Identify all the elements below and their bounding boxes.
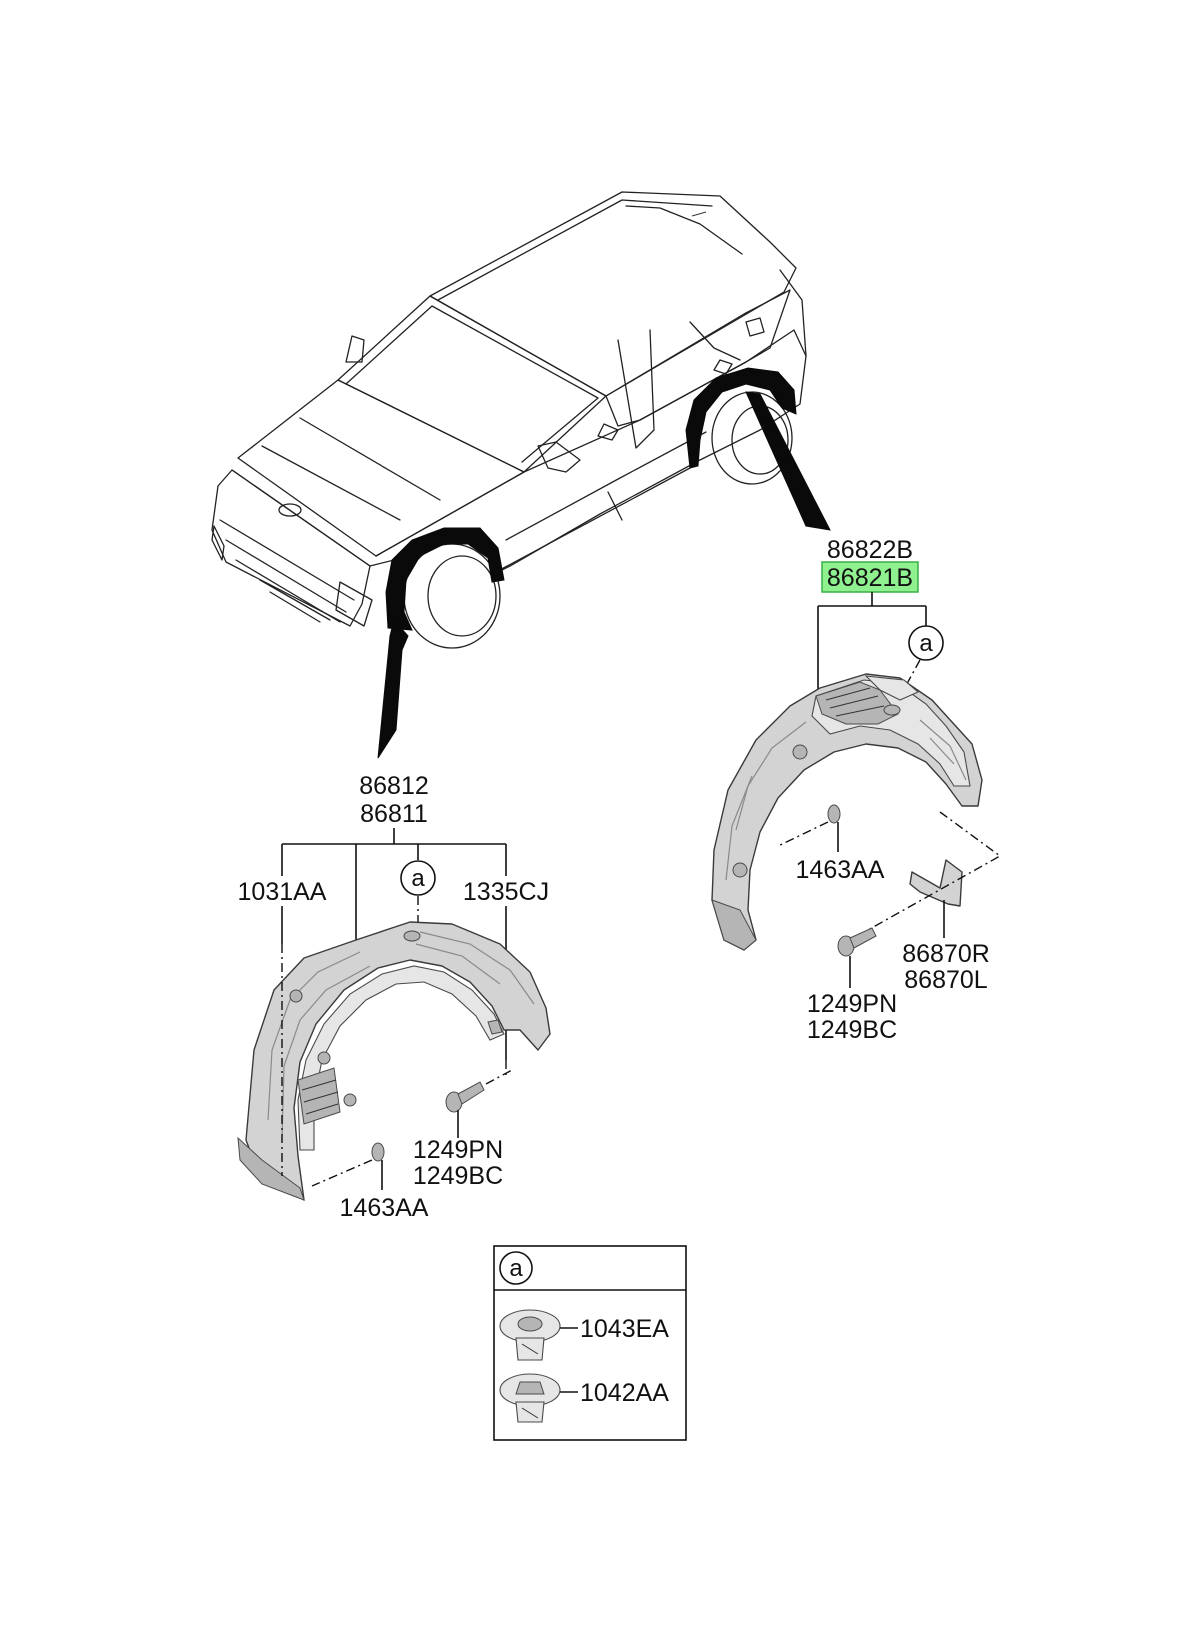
front-liner-callout-circle	[400, 860, 436, 896]
front-screw-label-2: 1249BC	[413, 1162, 503, 1190]
front-screw-label-1: 1249PN	[413, 1136, 503, 1164]
front-liner-group: 86812 86811 a 1031AA 1335CJ	[237, 772, 551, 1222]
front-liner-callout-letter: a	[411, 865, 425, 892]
rear-screw	[837, 927, 877, 988]
mudguard	[867, 811, 1002, 938]
mudguard-label-1: 86870R	[902, 940, 990, 968]
legend-callout-circle	[499, 1251, 533, 1285]
front-clip-label: 1335CJ	[463, 878, 549, 906]
legend-item-2: 1042AA	[580, 1379, 669, 1407]
legend-item-1: 1043EA	[580, 1315, 669, 1343]
legend-callout-letter: a	[509, 1255, 523, 1282]
mudguard-label-2: 86870L	[904, 966, 988, 994]
front-rivet-label: 1463AA	[340, 1194, 429, 1222]
clip-legend: a 1043EA 1042AA	[493, 1245, 687, 1441]
rear-liner-callout-letter: a	[919, 630, 933, 657]
front-nut-label: 1031AA	[238, 878, 327, 906]
rear-screw-label-1: 1249PN	[807, 990, 897, 1018]
rear-liner-callout-circle	[908, 625, 944, 661]
front-liner-part-number-2: 86811	[360, 800, 428, 828]
front-screw	[445, 1069, 513, 1138]
clip-1043ea-icon	[499, 1309, 561, 1361]
clip-1042aa-icon	[499, 1373, 561, 1423]
vehicle-illustration	[211, 191, 831, 759]
rear-liner-part-number-1: 86822B	[827, 536, 913, 564]
rear-wheel-liner	[711, 673, 983, 951]
rear-liner-part-number-2: 86821B	[827, 564, 913, 592]
front-liner-leader	[281, 828, 507, 940]
highlight-box	[821, 561, 919, 593]
legend-frame	[493, 1245, 687, 1441]
rear-screw-label-2: 1249BC	[807, 1016, 897, 1044]
front-rivet	[311, 1142, 385, 1190]
rear-rivet	[777, 804, 841, 852]
rear-liner-group: 86822B 86821B a 1463AA	[711, 536, 1002, 1044]
rear-liner-leader	[817, 592, 927, 690]
front-wheel-liner	[237, 921, 551, 1201]
front-liner-part-number-1: 86812	[359, 772, 429, 800]
rear-rivet-label: 1463AA	[796, 856, 885, 884]
